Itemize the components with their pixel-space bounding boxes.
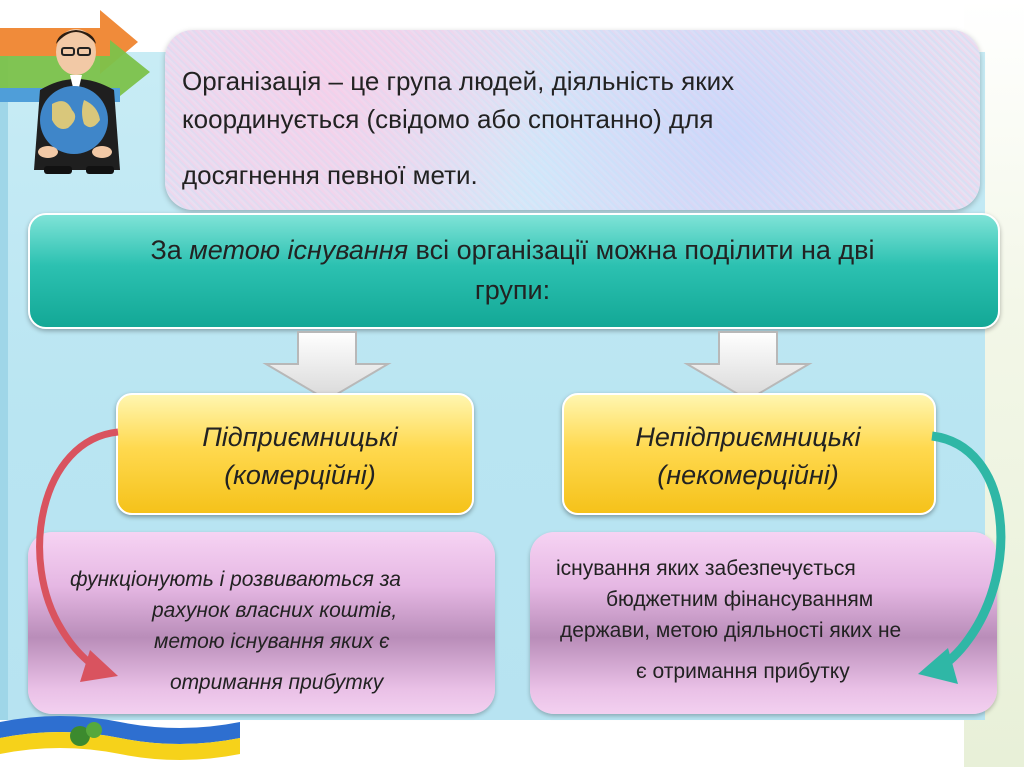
- ukraine-flag-icon: [0, 708, 260, 767]
- right-curved-arrow-icon: [932, 436, 1001, 668]
- left-curved-arrow-icon: [40, 432, 118, 668]
